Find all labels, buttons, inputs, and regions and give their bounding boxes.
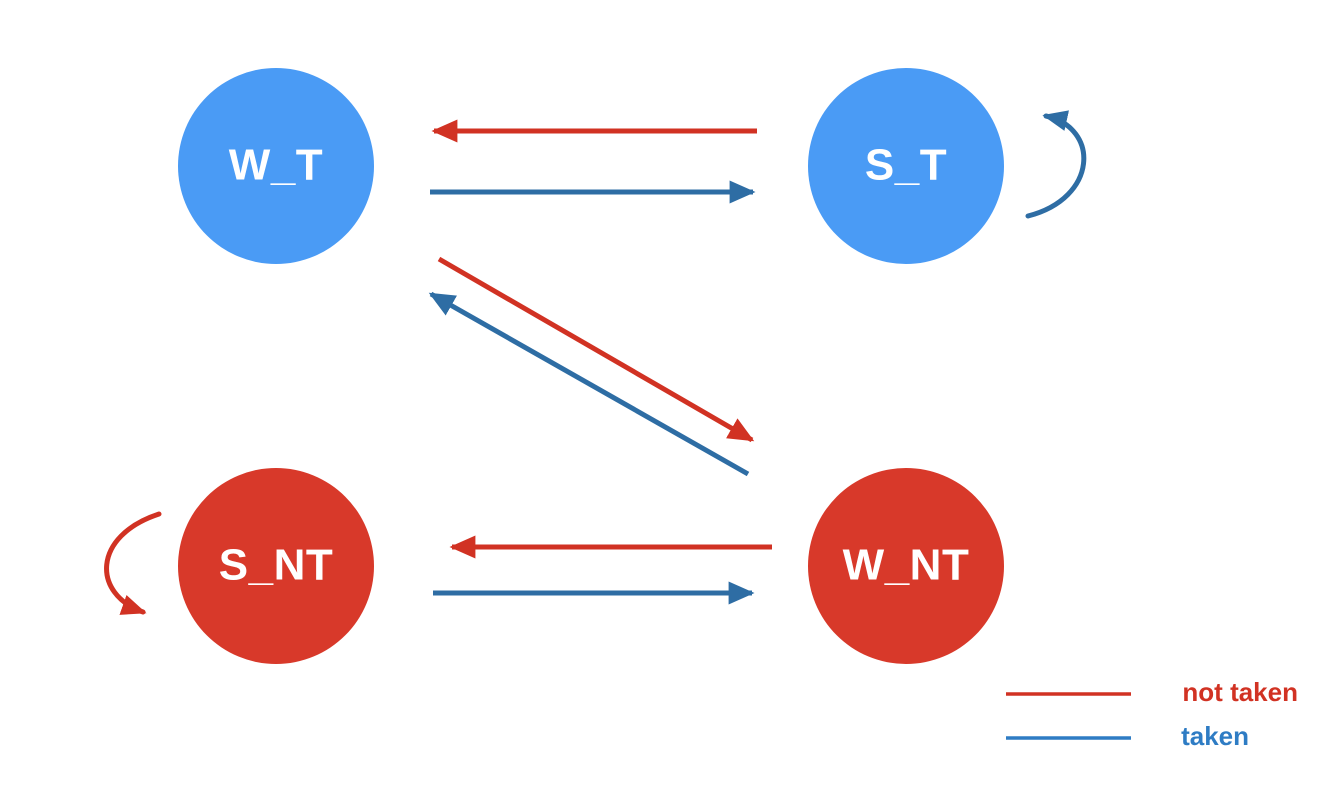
- legend: not taken taken: [1006, 677, 1298, 751]
- node-s-t-label: S_T: [865, 141, 947, 190]
- node-w-t[interactable]: W_T: [178, 68, 374, 264]
- edge-s-t-self-loop-taken: [1025, 110, 1087, 219]
- edge-w-t-to-w-nt-not-taken: [437, 256, 755, 443]
- node-s-nt-label: S_NT: [219, 541, 333, 590]
- node-w-nt-circle[interactable]: [808, 468, 1004, 664]
- legend-label-taken: taken: [1181, 721, 1249, 751]
- legend-item-taken: taken: [1006, 721, 1249, 751]
- node-s-t-circle[interactable]: [808, 68, 1004, 264]
- node-w-nt-label: W_NT: [843, 541, 970, 590]
- node-s-t[interactable]: S_T: [808, 68, 1004, 264]
- node-s-nt-circle[interactable]: [178, 468, 374, 664]
- legend-item-not-taken: not taken: [1006, 677, 1298, 707]
- legend-label-not-taken: not taken: [1182, 677, 1298, 707]
- node-w-t-label: W_T: [229, 141, 323, 190]
- node-w-t-circle[interactable]: [178, 68, 374, 264]
- edge-w-nt-to-w-t-taken: [428, 291, 750, 477]
- node-w-nt[interactable]: W_NT: [808, 468, 1004, 664]
- node-s-nt[interactable]: S_NT: [178, 468, 374, 664]
- edge-s-nt-self-loop-not-taken: [104, 511, 162, 615]
